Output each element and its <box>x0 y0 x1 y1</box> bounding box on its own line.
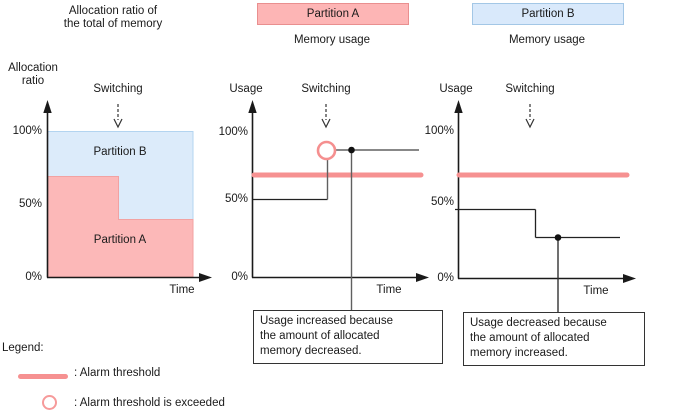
legend-threshold-label: : Alarm threshold <box>74 367 161 379</box>
left-chart-title: Allocation ratio of the total of memory <box>63 5 163 30</box>
mid-data-point-dot <box>348 146 355 154</box>
right-tick-100: 100% <box>424 125 454 137</box>
alarm-threshold-line-icon <box>18 374 68 379</box>
right-tick-0: 0% <box>437 272 454 284</box>
legend-exceeded-label: : Alarm threshold is exceeded <box>74 397 225 409</box>
mid-time-label: Time <box>376 284 402 296</box>
mid-y-axis-arrow-icon <box>248 100 257 113</box>
partition-b-header-box: Partition B <box>472 3 624 25</box>
right-tick-50: 50% <box>430 196 454 208</box>
right-switching-label: Switching <box>505 83 555 95</box>
left-y-axis-label: Allocation ratio <box>8 62 58 87</box>
mid-switching-arrowhead-icon <box>321 118 331 129</box>
right-callout-box: Usage decreased because the amount of al… <box>463 312 645 366</box>
left-x-axis-arrow-icon <box>199 273 212 282</box>
right-y-axis-label: Usage <box>439 83 473 95</box>
mid-y-axis-label: Usage <box>229 83 263 95</box>
right-x-axis-arrow-icon <box>623 274 636 283</box>
left-tick-0: 0% <box>25 271 42 283</box>
partition-a-area-label: Partition A <box>93 234 147 246</box>
alarm-exceeded-circle-legend-icon <box>42 395 57 410</box>
partition-b-area-label: Partition B <box>93 146 147 158</box>
left-switching-arrowhead-icon <box>113 118 123 129</box>
right-y-axis-arrow-icon <box>454 100 463 113</box>
partition-b-subtitle: Memory usage <box>508 34 586 46</box>
partition-a-subtitle: Memory usage <box>293 34 371 46</box>
legend-title: Legend: <box>2 342 44 354</box>
left-switching-label: Switching <box>93 83 143 95</box>
right-data-point-dot <box>554 234 562 241</box>
mid-x-axis-arrow-icon <box>416 273 429 282</box>
left-time-label: Time <box>169 284 195 296</box>
right-switching-arrowhead-icon <box>525 118 535 129</box>
mid-tick-50: 50% <box>224 193 248 205</box>
mid-tick-0: 0% <box>231 271 248 283</box>
alarm-exceeded-circle-icon <box>316 140 337 161</box>
left-tick-50: 50% <box>18 198 42 210</box>
left-y-axis-arrow-icon <box>43 100 52 113</box>
right-time-label: Time <box>583 285 609 297</box>
partition-a-header-box: Partition A <box>257 3 409 25</box>
mid-tick-100: 100% <box>218 126 248 138</box>
mid-switching-label: Switching <box>301 83 351 95</box>
left-tick-100: 100% <box>12 125 42 137</box>
mid-callout-box: Usage increased because the amount of al… <box>253 310 443 364</box>
